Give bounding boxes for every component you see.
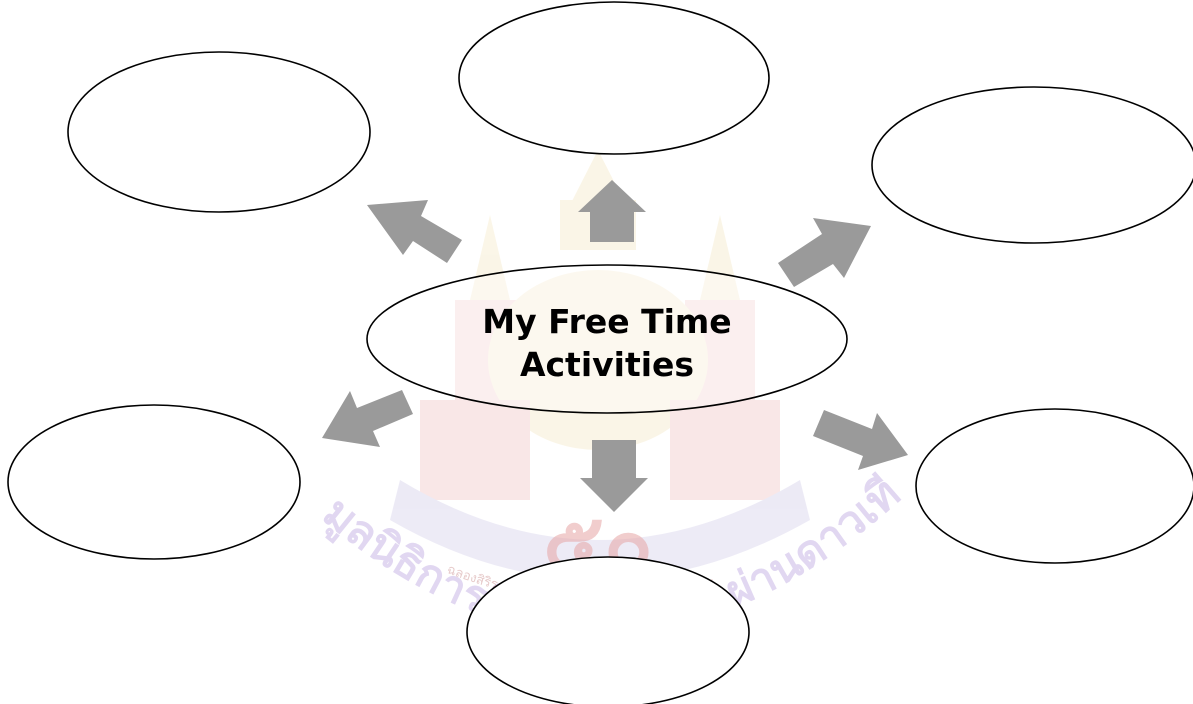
bubble-top-right [871, 86, 1193, 244]
bubble-top [458, 1, 770, 155]
arrow-up [578, 180, 646, 242]
bubble-bottom-left [7, 404, 301, 560]
arrow-upper-right [778, 218, 871, 287]
bubble-top-left [67, 51, 371, 213]
arrow-down [580, 440, 648, 512]
arrow-lower-left [322, 390, 413, 447]
arrows [322, 180, 908, 512]
central-title-line-1: My Free Time [482, 302, 731, 341]
central-bubble [366, 264, 848, 414]
satellite-bubbles [7, 1, 1193, 704]
arrow-lower-right [813, 410, 908, 470]
bubble-bottom-right [915, 408, 1193, 564]
bubble-bottom [466, 556, 750, 704]
central-topic: My Free Time Activities [366, 264, 848, 414]
emblem-structure [390, 150, 810, 580]
arrow-upper-left [367, 200, 462, 263]
central-title-line-2: Activities [520, 345, 694, 384]
